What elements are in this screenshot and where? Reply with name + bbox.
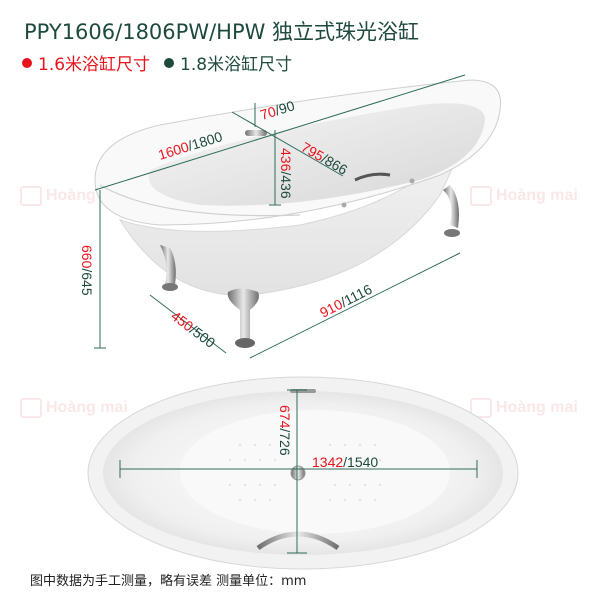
watermark: Hoàng mai — [470, 398, 578, 418]
legend-item-1-6m: 1.6米浴缸尺寸 — [22, 50, 150, 75]
grab-handle-icon — [354, 172, 391, 182]
page-title: PPY1606/1806PW/HPW 独立式珠光浴缸 — [24, 20, 420, 44]
legend-label-1-8m: 1.8米浴缸尺寸 — [180, 55, 293, 75]
foot-length-dimension-label: 910/1116 — [317, 281, 375, 321]
overflow-drain-icon — [245, 130, 267, 136]
legend-label-1-6m: 1.6米浴缸尺寸 — [38, 55, 151, 75]
grab-handle-icon — [256, 531, 340, 551]
watermark-logo-icon — [20, 186, 42, 206]
claw-foot-icon — [443, 185, 460, 237]
claw-foot-icon — [160, 245, 178, 291]
side-dimension-lines — [94, 74, 466, 359]
watermark: Hoàng mai — [20, 398, 128, 418]
claw-foot-icon — [227, 288, 259, 348]
size-legend: 1.6米浴缸尺寸 1.8米浴缸尺寸 — [22, 50, 306, 75]
watermark-logo-icon — [20, 398, 42, 418]
foot-width-dimension-label: 450/500 — [168, 308, 218, 351]
side-view-tub — [94, 79, 502, 348]
height-dimension-label: 660/645 — [79, 245, 95, 296]
top-inner-length-label: 1342/1540 — [312, 454, 378, 470]
red-dot-icon — [22, 57, 32, 68]
green-dot-icon — [164, 57, 175, 68]
drain-icon — [290, 465, 306, 481]
measurement-note: 图中数据为手工测量，略有误差 测量单位：mm — [30, 574, 307, 589]
top-inner-width-label: 674/726 — [277, 405, 293, 456]
watermark: Hoàng mai — [470, 186, 578, 206]
top-dimension-lines — [119, 389, 478, 554]
watermark-logo-icon — [470, 398, 492, 418]
inner-depth-dimension-label: 436/436 — [278, 148, 294, 199]
watermark-logo-icon — [470, 186, 492, 206]
top-view-tub — [87, 376, 519, 570]
drain-offset-dimension-label: 70/90 — [258, 97, 296, 123]
legend-item-1-8m: 1.8米浴缸尺寸 — [164, 50, 292, 75]
